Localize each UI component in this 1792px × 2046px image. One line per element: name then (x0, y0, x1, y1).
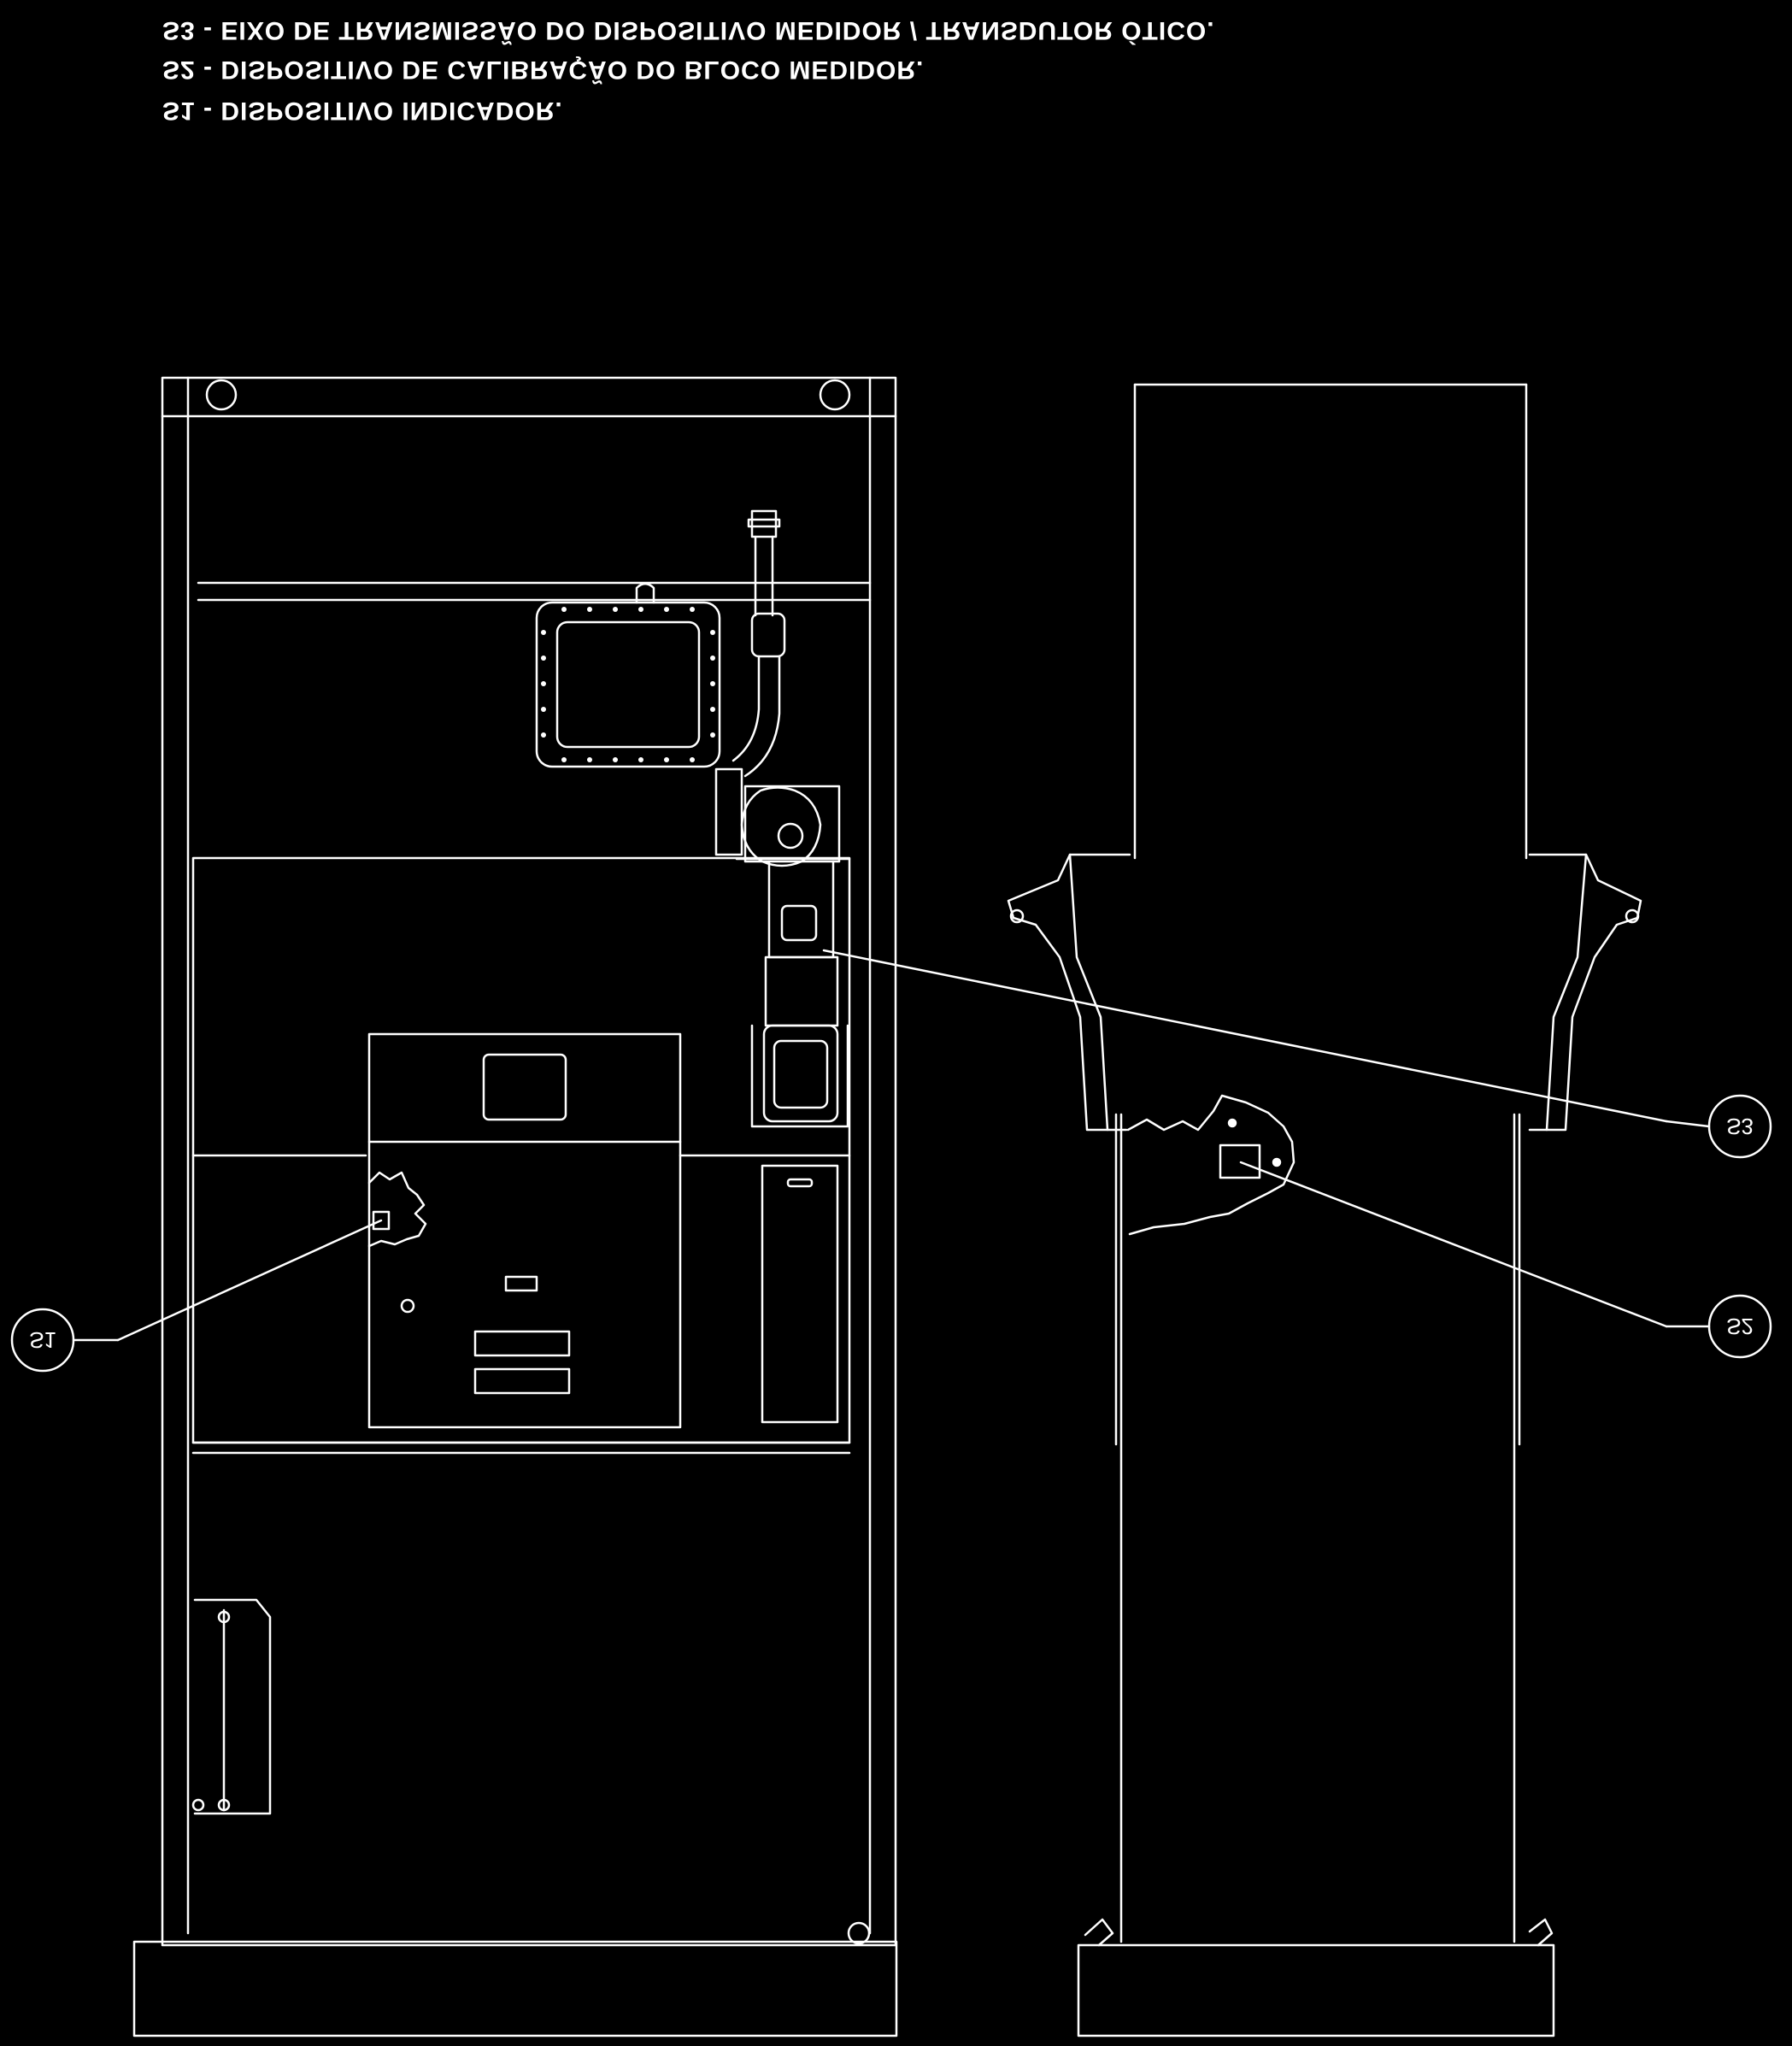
callout-s3-label-group: S3 (1726, 1114, 1754, 1139)
top-left-bolt (207, 380, 236, 409)
callout-s1 (12, 1220, 381, 1371)
calibration-cutaway (1128, 1096, 1294, 1234)
indicator-head (369, 1034, 680, 1427)
hinge-bracket (193, 1600, 270, 1814)
front-base (134, 1942, 896, 2036)
nozzle-holder (762, 1166, 837, 1422)
side-view (1008, 385, 1641, 2036)
callout-s2-label-group: S2 (1726, 1314, 1754, 1339)
callout-s1-label-group: S1 (29, 1327, 56, 1353)
callout-s2-label: S2 (1726, 1314, 1754, 1339)
callout-s3-label: S3 (1726, 1114, 1754, 1139)
right-nozzle-boot (1530, 855, 1641, 1130)
meter-block (737, 786, 849, 1126)
left-nozzle-boot (1008, 855, 1130, 1130)
display-window (537, 584, 720, 767)
callout-s2 (1241, 1162, 1771, 1357)
side-base (1078, 1945, 1554, 2036)
callout-s3 (824, 950, 1771, 1157)
top-right-bolt (820, 380, 849, 409)
front-view (134, 378, 896, 2036)
pipe-assembly (716, 511, 784, 855)
front-cabinet-frame (162, 378, 896, 1945)
callout-s1-label: S1 (29, 1327, 56, 1353)
